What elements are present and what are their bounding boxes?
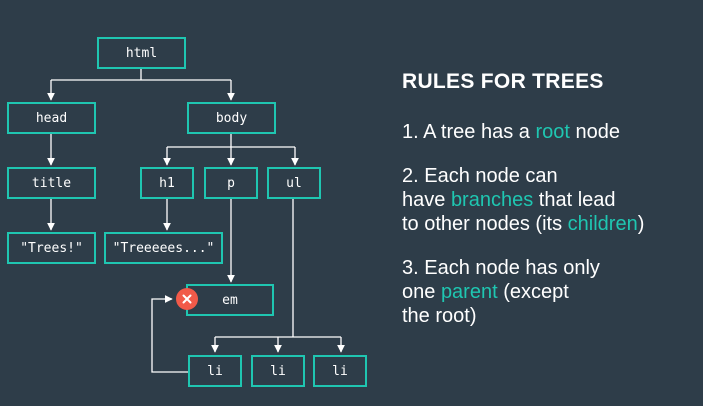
edge-body-children bbox=[167, 134, 295, 148]
rule-3-line-3: the root) bbox=[402, 305, 477, 327]
rule-2-line-3-pre: to other nodes (its bbox=[402, 213, 568, 235]
rule-1-text-end: node bbox=[569, 121, 620, 143]
node-li-3: li bbox=[313, 355, 367, 387]
node-li-1: li bbox=[188, 355, 242, 387]
rule-2-line-3: to other nodes (its children) bbox=[402, 212, 644, 236]
node-p: p bbox=[204, 167, 258, 199]
rule-2-line-2-pre: have bbox=[402, 189, 451, 211]
node-em: em bbox=[186, 284, 274, 316]
node-trees-text: "Trees!" bbox=[7, 232, 96, 264]
node-body: body bbox=[187, 102, 276, 134]
edge-html-children bbox=[51, 69, 231, 81]
edge-ul-children bbox=[215, 199, 341, 338]
node-li-2: li bbox=[251, 355, 305, 387]
rule-2: 2. Each node can have branches that lead… bbox=[402, 164, 644, 236]
rule-2-line-1: 2. Each node can bbox=[402, 165, 558, 187]
node-title: title bbox=[7, 167, 96, 199]
rule-1-highlight: root bbox=[535, 121, 570, 143]
node-ul: ul bbox=[267, 167, 321, 199]
rule-2-line-2: have branches that lead bbox=[402, 188, 644, 212]
rule-3-line-2-pre: one bbox=[402, 281, 441, 303]
edge-invalid-li-em bbox=[151, 295, 188, 373]
node-html: html bbox=[97, 37, 186, 69]
rule-3-line-1: 3. Each node has only bbox=[402, 257, 600, 279]
node-head: head bbox=[7, 102, 96, 134]
rule-3: 3. Each node has only one parent (except… bbox=[402, 256, 644, 328]
node-h1: h1 bbox=[140, 167, 194, 199]
close-x-icon bbox=[176, 288, 198, 310]
rules-heading: RULES FOR TREES bbox=[402, 70, 604, 93]
rule-3-highlight-parent: parent bbox=[440, 281, 498, 303]
rule-1-text: 1. A tree has a bbox=[402, 121, 536, 143]
rule-2-highlight-branches: branches bbox=[450, 189, 534, 211]
node-treeeees-text: "Treeeees..." bbox=[104, 232, 223, 264]
rule-2-line-3-post: ) bbox=[637, 213, 645, 235]
rule-1: 1. A tree has a root node bbox=[402, 120, 644, 144]
rules-panel: RULES FOR TREES 1. A tree has a root nod… bbox=[402, 70, 644, 348]
rule-3-line-2: one parent (except bbox=[402, 280, 644, 304]
rule-2-highlight-children: children bbox=[567, 213, 638, 235]
rule-2-line-2-post: that lead bbox=[533, 189, 616, 211]
rule-3-line-2-post: (except bbox=[497, 281, 569, 303]
